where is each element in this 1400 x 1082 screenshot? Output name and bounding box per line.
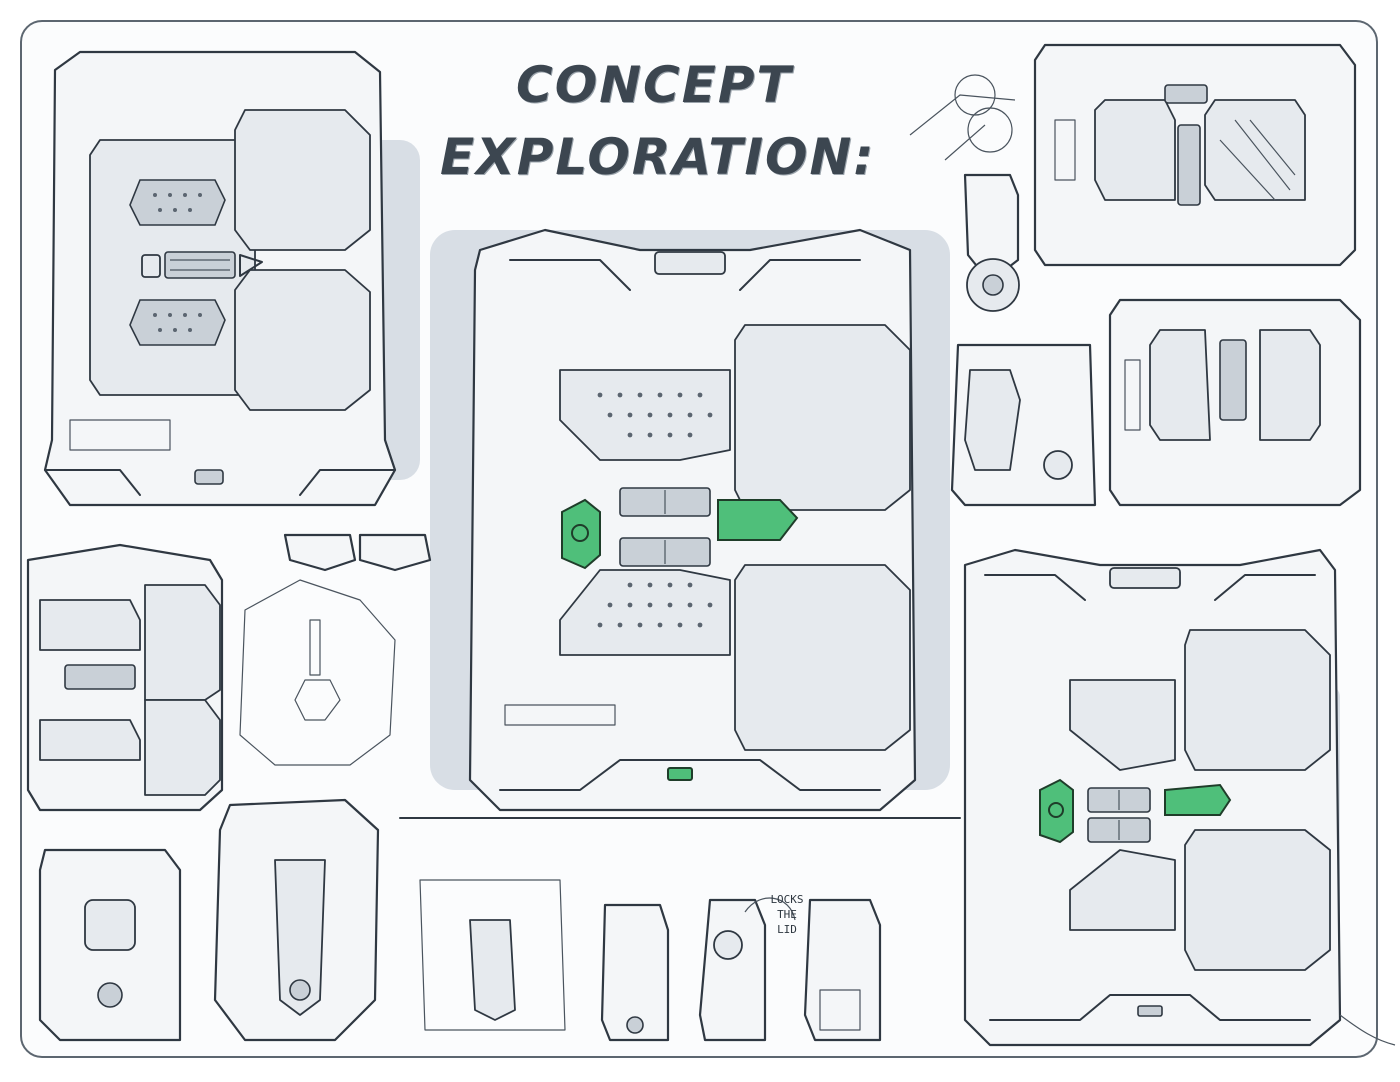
power-button-green [561, 498, 601, 570]
annotation-line: LOCKS [770, 893, 804, 906]
sketch-device-main [399, 228, 961, 819]
power-icon [141, 254, 161, 278]
sketch-device-bottom-right [963, 548, 1396, 1047]
power-icon [1043, 450, 1073, 480]
power-icon [1048, 802, 1064, 818]
indicator-green [667, 767, 693, 781]
power-button-green-secondary [1039, 778, 1074, 844]
power-icon [571, 524, 589, 542]
sketch-bottom-row [38, 798, 882, 1042]
lid-lock-annotation: LOCKS THE LID [757, 892, 817, 937]
sketch-device-left-middle [26, 543, 224, 812]
sheet-title-line-2: EXPLORATION: [440, 128, 876, 186]
latch-button-green-secondary [1164, 783, 1232, 816]
sketch-device-top-left-dots [153, 193, 202, 332]
sketch-lid-top-views [239, 533, 432, 766]
sketch-device-top-right [1033, 43, 1357, 267]
sketch-device-top-left [43, 50, 420, 507]
latch-button-green [717, 499, 799, 541]
sketch-device-main-dots [597, 392, 713, 628]
sketch-device-right-middle [1108, 298, 1362, 507]
annotation-line: THE [777, 908, 797, 921]
sketch-small-parts-right [909, 74, 1097, 507]
annotation-line: LID [777, 923, 797, 936]
sheet-title-line-1: CONCEPT [516, 56, 793, 114]
